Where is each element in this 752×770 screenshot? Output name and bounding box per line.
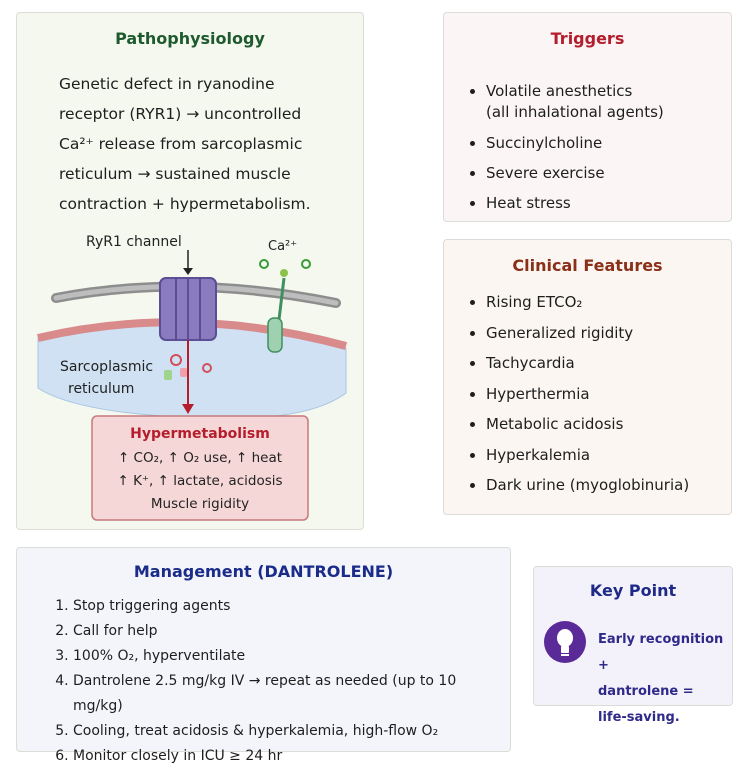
list-item: Heat stress [486,188,664,218]
list-item: Hyperkalemia [486,440,689,471]
trigger-subtext: (all inhalational agents) [486,103,664,121]
patho-line: contraction + hypermetabolism. [59,195,311,213]
list-item: Metabolic acidosis [486,409,689,440]
sensor-shape [267,317,283,353]
patho-line: receptor (RYR1) → uncontrolled [59,105,302,123]
key-point-text: Early recognition + dantrolene = life-sa… [598,627,728,731]
list-item: Dark urine (myoglobinuria) [486,470,689,501]
triggers-list: Volatile anesthetics(all inhalational ag… [464,76,664,218]
list-item: Stop triggering agents [73,594,510,619]
key-point-title: Key Point [589,581,677,600]
clinical-features-title: Clinical Features [512,256,663,275]
triggers-title: Triggers [550,29,625,48]
key-point-line: life-saving. [598,710,680,725]
list-item: 100% O₂, hyperventilate [73,644,510,669]
patho-line: Genetic defect in ryanodine [59,75,275,93]
hypermetabolism-box [91,415,309,521]
triggers-card: Triggers Volatile anesthetics(all inhala… [443,12,732,222]
sr-label-2: reticulum [68,381,134,397]
list-item: Hyperthermia [486,379,689,410]
list-item: Generalized rigidity [486,318,689,349]
channel-label: RyR1 channel [86,234,182,250]
patho-line: reticulum → sustained muscle [59,165,291,183]
clinical-features-card: Clinical Features Rising ETCO₂ Generaliz… [443,239,732,515]
list-item: Cooling, treat acidosis & hyperkalemia, … [73,719,510,744]
list-item: Dantrolene 2.5 mg/kg IV → repeat as need… [73,669,510,719]
list-item: Monitor closely in ICU ≥ 24 hr [73,744,510,769]
clinical-features-list: Rising ETCO₂ Generalized rigidity Tachyc… [464,287,689,501]
pathophysiology-card: Pathophysiology Genetic defect in ryanod… [16,12,364,530]
list-item: Call for help [73,619,510,644]
list-item: Rising ETCO₂ [486,287,689,318]
list-item: Succinylcholine [486,128,664,158]
hypermetabolism-title: Hypermetabolism [130,426,270,442]
hypermetabolism-line: ↑ K⁺, ↑ lactate, acidosis [117,473,282,489]
management-title: Management (DANTROLENE) [133,562,394,581]
lightbulb-icon [544,621,586,663]
sr-label-1: Sarcoplasmic [60,359,153,375]
key-point-card: Key Point Early recognition + dantrolene… [533,566,733,725]
ryr1-diagram: RyR1 channel Ca²⁺ Sarcoplasmic reticulum… [37,234,348,521]
pathophysiology-title: Pathophysiology [115,29,265,48]
list-item: Tachycardia [486,348,689,379]
list-item: Severe exercise [486,158,664,188]
key-point-line: Early recognition + [598,632,724,673]
patho-line: Ca²⁺ release from sarcoplasmic [59,135,303,153]
ion-label: Ca²⁺ [268,239,297,254]
hypermetabolism-line: ↑ CO₂, ↑ O₂ use, ↑ heat [118,450,282,466]
pathophysiology-text: Genetic defect in ryanodine receptor (RY… [59,69,359,219]
management-list: Stop triggering agents Call for help 100… [53,594,510,769]
management-card: Management (DANTROLENE) Stop triggering … [16,547,511,764]
hypermetabolism-line: Muscle rigidity [151,496,249,512]
key-point-line: dantrolene = [598,684,694,699]
list-item: Volatile anesthetics(all inhalational ag… [486,76,664,122]
